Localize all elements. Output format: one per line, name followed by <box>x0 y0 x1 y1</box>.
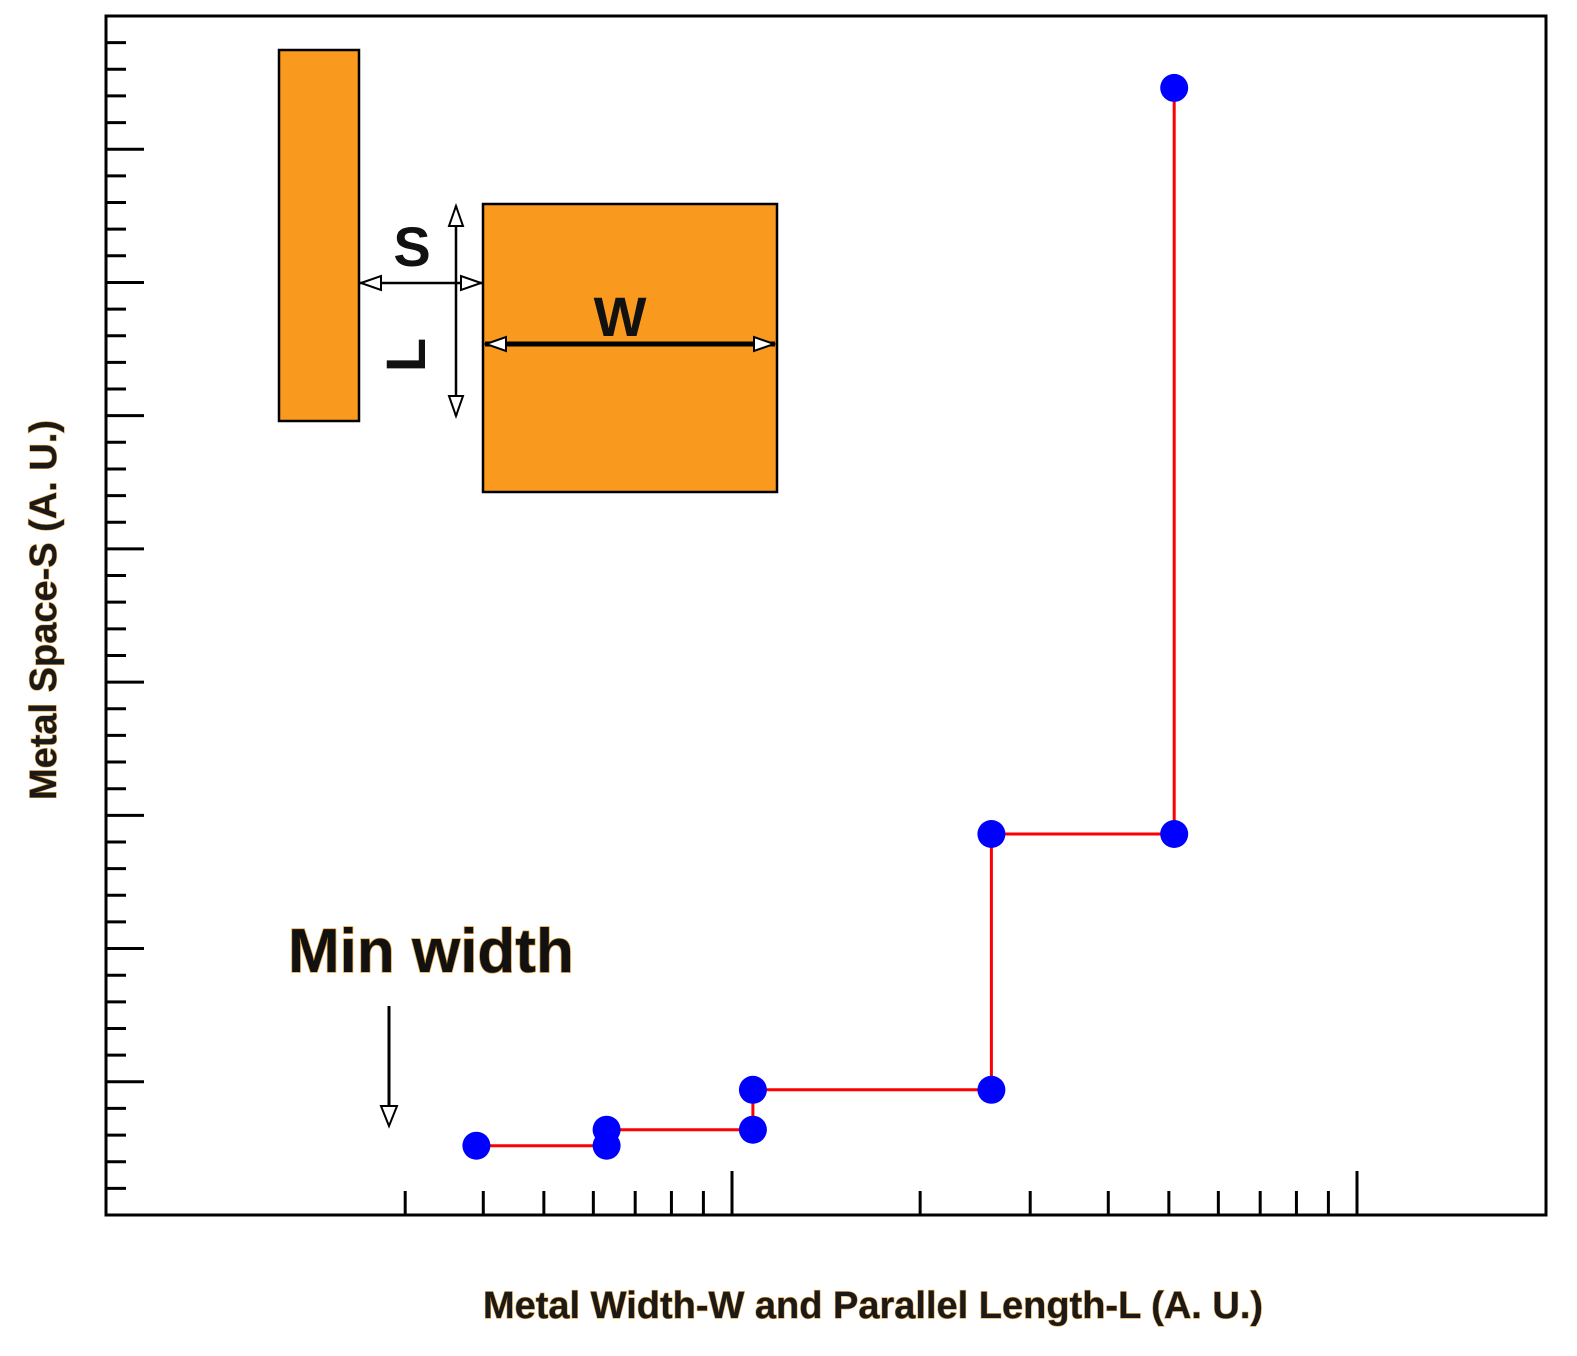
series-step-line <box>462 73 1189 1160</box>
space-arrow-right <box>460 274 485 292</box>
width-arrow-right <box>753 335 778 353</box>
data-point <box>1160 820 1189 848</box>
inset-label-w: W <box>594 285 647 348</box>
x-axis-ticks <box>403 1171 1359 1215</box>
y-axis-label: Metal Space-S (A. U.) <box>23 420 65 800</box>
space-arrow-left <box>357 274 382 292</box>
width-arrow-left <box>482 335 507 353</box>
data-point <box>977 820 1006 848</box>
inset-label-l: L <box>374 338 437 372</box>
min-width-label: Min width <box>288 917 574 986</box>
data-point <box>977 1075 1006 1104</box>
inset-narrow-metal <box>277 48 361 423</box>
min-width-arrow-head <box>379 1105 399 1129</box>
x-axis-label: Metal Width-W and Parallel Length-L (A. … <box>483 1285 1263 1327</box>
data-point <box>592 1115 621 1144</box>
data-point <box>1160 73 1189 102</box>
data-point <box>738 1115 767 1144</box>
data-point <box>738 1075 767 1104</box>
length-arrow-top <box>447 202 465 227</box>
y-axis-ticks <box>106 41 144 1190</box>
inset-label-s: S <box>393 215 430 278</box>
min-width-annotation: Min width <box>287 916 575 1129</box>
data-point <box>462 1131 491 1160</box>
plot-frame <box>104 14 1548 1217</box>
length-arrow-bottom <box>447 395 465 420</box>
layout-inset-diagram: S W L <box>277 48 779 494</box>
inset-wide-metal <box>481 202 779 494</box>
